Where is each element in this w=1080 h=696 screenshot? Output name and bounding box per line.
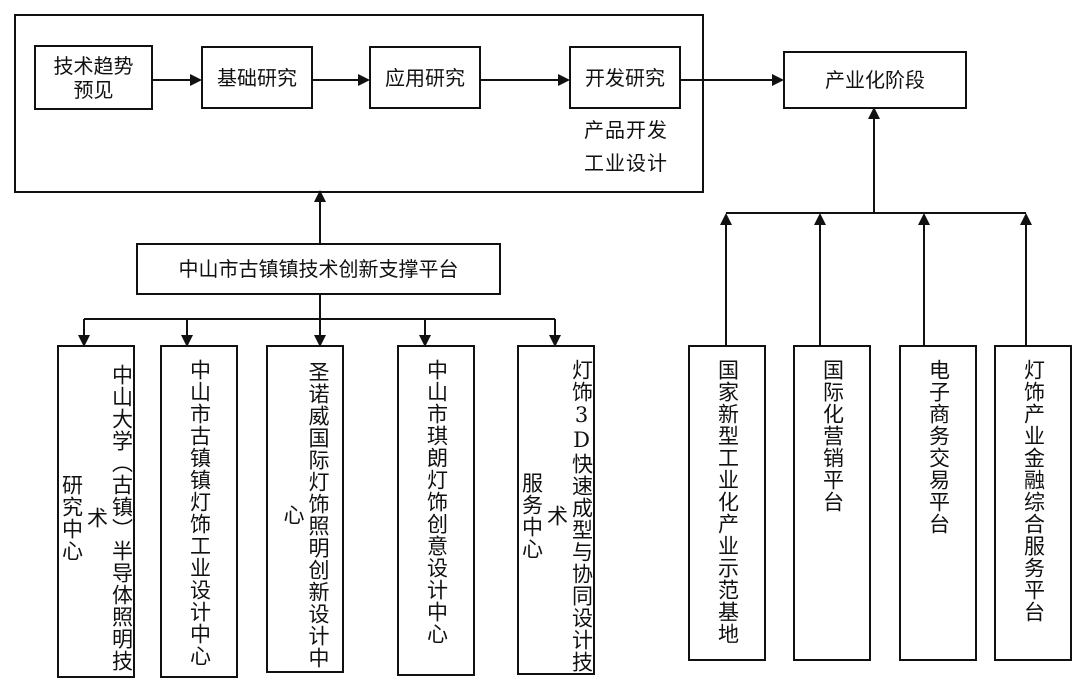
note-industrial-design: 工业设计	[584, 151, 668, 175]
research-unit-3: 圣诺威国际灯饰照明创新设计中心	[266, 345, 344, 673]
industry-unit-1-label: 国家新型工业化产业示范基地	[715, 359, 740, 645]
stage-basic-research-label: 基础研究	[217, 65, 297, 90]
industry-unit-4-label: 灯饰产业金融综合服务平台	[1021, 359, 1046, 623]
research-unit-5-label: 灯饰3D快速成型与协同设计技术 服务中心	[519, 359, 594, 673]
industry-unit-2-label: 国际化营销平台	[820, 359, 845, 513]
research-unit-3-label: 圣诺威国际灯饰照明创新设计中心	[281, 361, 330, 669]
stage-applied-research: 应用研究	[369, 46, 481, 109]
research-unit-2-label: 中山市古镇镇灯饰工业设计中心	[187, 359, 212, 667]
research-unit-4: 中山市琪朗灯饰创意设计中心	[397, 345, 475, 676]
research-unit-4-label: 中山市琪朗灯饰创意设计中心	[424, 359, 449, 645]
stage-basic-research: 基础研究	[201, 46, 313, 109]
note-product-development: 产品开发	[584, 118, 668, 142]
stage-technology-trend-forecast-label: 技术趋势 预见	[53, 53, 134, 102]
research-unit-1-label: 中山大学（古镇）半导体照明技术 研究中心	[59, 363, 134, 672]
industry-unit-2: 国际化营销平台	[793, 345, 871, 661]
innovation-support-platform-label: 中山市古镇镇技术创新支撑平台	[178, 257, 459, 281]
industry-unit-4: 灯饰产业金融综合服务平台	[994, 345, 1072, 661]
stage-industrialization-label: 产业化阶段	[825, 68, 925, 92]
innovation-support-platform: 中山市古镇镇技术创新支撑平台	[136, 243, 501, 295]
industry-unit-3: 电子商务交易平台	[899, 345, 977, 661]
industry-unit-3-label: 电子商务交易平台	[926, 359, 951, 535]
stage-industrialization: 产业化阶段	[783, 51, 967, 109]
stage-applied-research-label: 应用研究	[385, 65, 465, 90]
research-unit-2: 中山市古镇镇灯饰工业设计中心	[160, 345, 238, 678]
stage-development-research-label: 开发研究	[585, 65, 665, 90]
rd-process-frame	[14, 14, 704, 193]
research-unit-5: 灯饰3D快速成型与协同设计技术 服务中心	[517, 345, 595, 675]
stage-development-research: 开发研究	[569, 46, 681, 109]
stage-technology-trend-forecast: 技术趋势 预见	[34, 45, 153, 110]
research-unit-1: 中山大学（古镇）半导体照明技术 研究中心	[57, 345, 135, 678]
industry-unit-1: 国家新型工业化产业示范基地	[688, 345, 766, 661]
